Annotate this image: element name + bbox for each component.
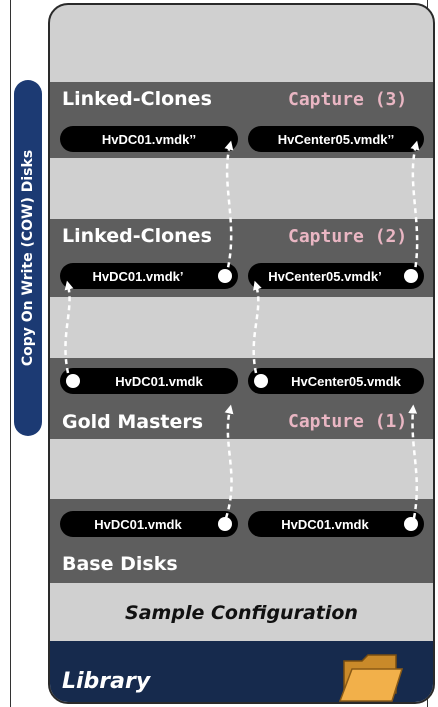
connector-dot — [218, 517, 232, 531]
disk-hvdc01-base-right: HvDC01.vmdk — [248, 511, 424, 537]
connector-dot — [254, 374, 268, 388]
connector-dot — [66, 374, 80, 388]
base-disks-label: Base Disks — [62, 553, 178, 575]
disk-hvdc01-clone-2: HvDC01.vmdk’’ — [60, 126, 238, 152]
diagram-panel: Linked-Clones Capture (3) HvDC01.vmdk’’ … — [48, 3, 435, 704]
connector-dot — [218, 269, 232, 283]
capture-1-label: Capture (1) — [288, 411, 408, 432]
cow-disks-label: Copy On Write (COW) Disks — [20, 149, 36, 367]
disk-hvcenter05-clone-1-text: HvCenter05.vmdk’ — [268, 268, 382, 284]
capture-2-label: Capture (2) — [288, 226, 408, 247]
disk-hvdc01-base-left-text: HvDC01.vmdk — [94, 516, 182, 532]
library-label: Library — [62, 669, 151, 694]
connector-dot — [404, 517, 418, 531]
disk-hvdc01-clone-1: HvDC01.vmdk’ — [60, 263, 238, 289]
linked-clones-2-band: Linked-Clones Capture (3) HvDC01.vmdk’’ … — [50, 82, 433, 158]
base-disks-band: HvDC01.vmdk HvDC01.vmdk Base Disks — [50, 499, 433, 583]
linked-clones-1-label: Linked-Clones — [62, 225, 212, 247]
connector-dot — [404, 269, 418, 283]
sample-configuration-text: Sample Configuration — [125, 602, 358, 624]
disk-hvdc01-clone-1-text: HvDC01.vmdk’ — [92, 268, 184, 284]
gold-masters-band: HvDC01.vmdk HvCenter05.vmdk Gold Masters… — [50, 358, 433, 439]
disk-hvcenter05-clone-1: HvCenter05.vmdk’ — [248, 263, 424, 289]
cow-disks-tab — [14, 80, 42, 436]
linked-clones-2-label: Linked-Clones — [62, 88, 212, 110]
disk-hvcenter05-gold-master: HvCenter05.vmdk — [248, 368, 424, 394]
capture-3-label: Capture (3) — [288, 89, 408, 110]
library-bar: Library — [50, 641, 433, 702]
disk-hvdc01-base-right-text: HvDC01.vmdk — [281, 516, 369, 532]
folder-icon — [338, 654, 404, 702]
disk-hvcenter05-gold-master-text: HvCenter05.vmdk — [291, 373, 401, 389]
sample-configuration-caption: Sample Configuration — [50, 587, 433, 639]
gold-masters-label: Gold Masters — [62, 411, 204, 433]
disk-hvdc01-gold-master-text: HvDC01.vmdk — [115, 373, 203, 389]
disk-hvdc01-base-left: HvDC01.vmdk — [60, 511, 238, 537]
disk-hvdc01-gold-master: HvDC01.vmdk — [60, 368, 238, 394]
disk-hvcenter05-clone-2: HvCenter05.vmdk’’ — [248, 126, 424, 152]
linked-clones-1-band: Linked-Clones Capture (2) HvDC01.vmdk’ H… — [50, 219, 433, 297]
